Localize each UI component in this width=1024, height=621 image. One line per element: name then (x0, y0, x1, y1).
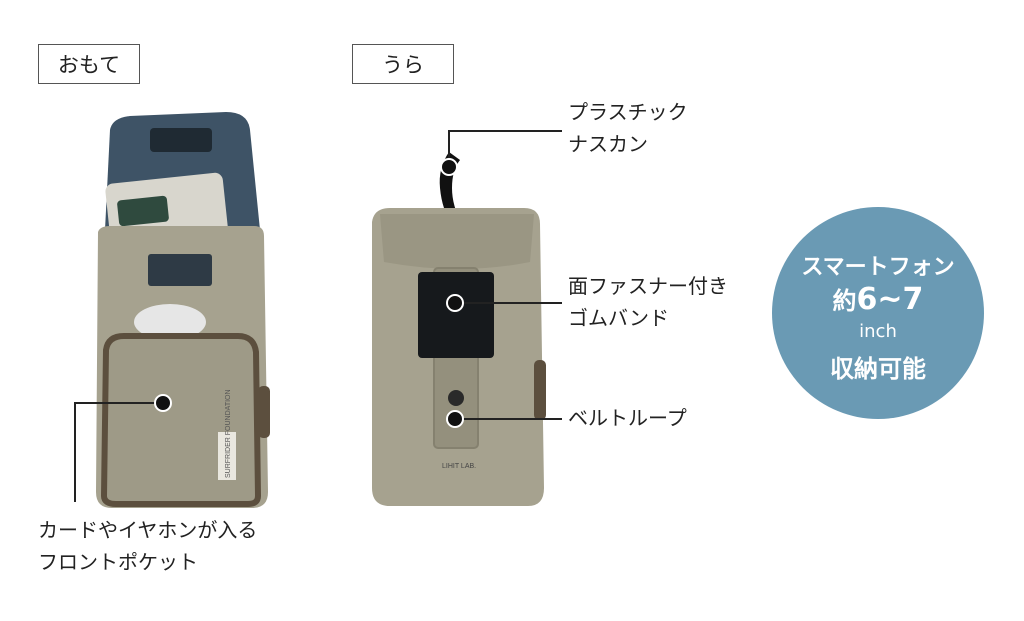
belt-loop-label: ベルトループ (568, 406, 687, 430)
belt-loop-leader (456, 418, 562, 420)
carabiner-line1: プラスチック (568, 100, 688, 124)
back-label-text: うら (382, 53, 424, 77)
badge-line1: スマートフォン (801, 255, 955, 280)
front-label: おもて (38, 44, 140, 84)
front-label-text: おもて (57, 53, 121, 77)
smartphone-size-badge: スマートフォン 約6~7 inch 収納可能 (772, 207, 984, 419)
belt-loop-callout: ベルトループ (568, 402, 687, 434)
pocket-line1: カードやイヤホンが入る (38, 518, 258, 542)
pocket-callout: カードやイヤホンが入る フロントポケット (38, 514, 257, 578)
front-pouch (96, 112, 270, 508)
front-logo-text: SURFRIDER FOUNDATION (225, 389, 232, 478)
pocket-leader-h (74, 402, 164, 404)
pocket-dot (154, 394, 172, 412)
pocket-leader-v (74, 402, 76, 502)
band-dot (446, 294, 464, 312)
belt-loop-dot (446, 410, 464, 428)
carabiner-leader-v (448, 130, 450, 164)
carabiner-leader-h (448, 130, 562, 132)
back-logo-text: LIHIT LAB. (442, 463, 476, 470)
back-pouch (372, 152, 546, 506)
badge-size-value: 6~7 (856, 282, 924, 317)
pocket-line2: フロントポケット (38, 550, 198, 574)
carabiner-callout: プラスチック ナスカン (568, 96, 688, 160)
band-line1: 面ファスナー付き (568, 274, 728, 298)
badge-line3: 収納可能 (830, 355, 926, 383)
back-label: うら (352, 44, 454, 84)
band-callout: 面ファスナー付き ゴムバンド (568, 270, 728, 334)
carabiner-line2: ナスカン (568, 132, 648, 156)
badge-size: 約6~7 (772, 281, 984, 317)
band-leader (456, 302, 562, 304)
carabiner-dot (440, 158, 458, 176)
badge-size-prefix: 約 (832, 287, 857, 315)
band-line2: ゴムバンド (568, 306, 669, 330)
badge-unit: inch (859, 321, 897, 342)
